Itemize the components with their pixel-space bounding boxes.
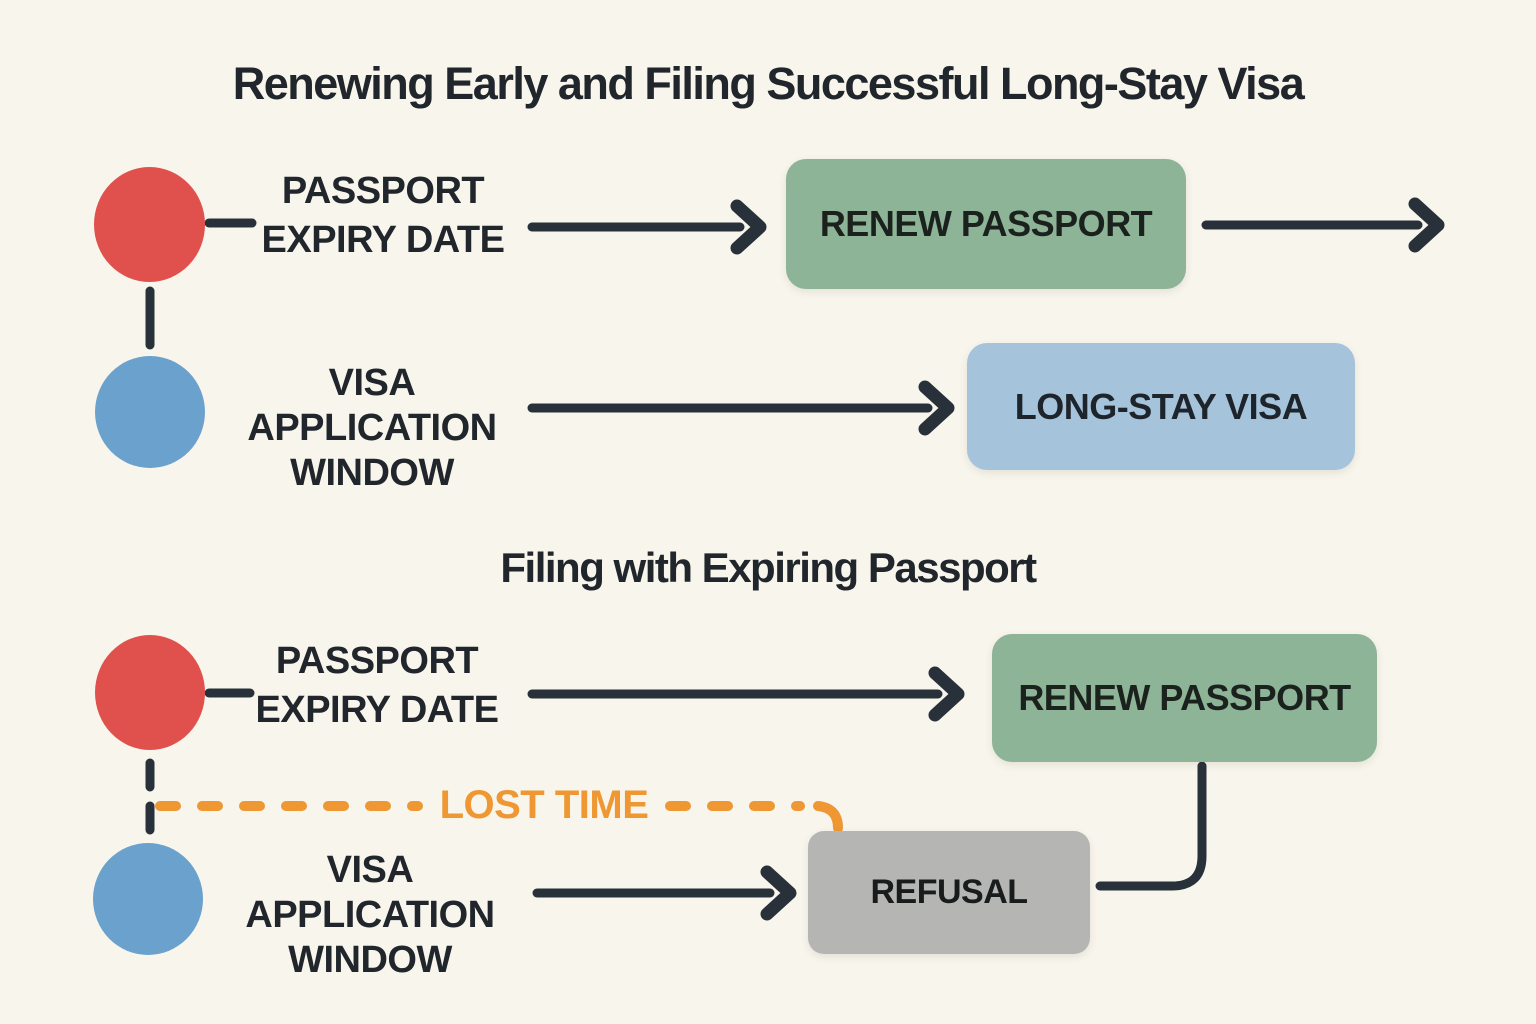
passport-expiry-label-line1: PASSPORT — [275, 640, 479, 682]
visa-window-label-line1: VISA — [326, 849, 414, 891]
visa-window-label-line2: APPLICATION — [247, 407, 497, 449]
arrow-passport-to-renew-head-icon — [730, 199, 767, 255]
visa-window-marker-top — [95, 356, 205, 468]
passport-expiry-marker-bottom — [95, 635, 205, 750]
visa-window-label-line3: WINDOW — [290, 452, 454, 494]
visa-window-label-line1: VISA — [328, 362, 416, 404]
renew-to-refusal-connector — [1095, 761, 1207, 891]
long-stay-visa-box: LONG-STAY VISA — [967, 343, 1355, 470]
arrow-visa-to-longstay-head-icon — [918, 380, 955, 436]
refusal-box: REFUSAL — [808, 831, 1090, 954]
visa-window-marker-bottom — [93, 843, 203, 955]
renew-passport-box-top: RENEW PASSPORT — [786, 159, 1186, 289]
section-expiring-title: Filing with Expiring Passport — [500, 544, 1037, 591]
passport-expiry-label-bottom: PASSPORT EXPIRY DATE — [244, 637, 510, 735]
arrow-visa-to-refusal-head-icon — [760, 865, 797, 921]
lost-time-label: LOST TIME — [439, 783, 649, 827]
passport-expiry-label-top: PASSPORT EXPIRY DATE — [250, 167, 516, 265]
passport-expiry-label-line1: PASSPORT — [281, 170, 485, 212]
arrow-passport-to-renew2-head-icon — [928, 666, 965, 722]
arrow-renew-onward-head-icon — [1408, 197, 1445, 253]
renew-passport-box-bottom: RENEW PASSPORT — [992, 634, 1377, 762]
renew-passport-box-bottom-label: RENEW PASSPORT — [1018, 677, 1351, 718]
visa-window-label-top: VISA APPLICATION WINDOW — [238, 361, 506, 496]
passport-expiry-label-line2: EXPIRY DATE — [255, 689, 499, 731]
section-early-title: Renewing Early and Filing Successful Lon… — [232, 58, 1305, 109]
visa-window-label-line3: WINDOW — [288, 939, 452, 981]
long-stay-visa-box-label: LONG-STAY VISA — [1014, 385, 1308, 427]
visa-window-label-line2: APPLICATION — [245, 894, 495, 936]
visa-window-label-bottom: VISA APPLICATION WINDOW — [236, 848, 504, 983]
passport-expiry-label-line2: EXPIRY DATE — [261, 219, 505, 261]
passport-expiry-marker-top — [94, 167, 205, 282]
refusal-box-label: REFUSAL — [870, 873, 1028, 911]
renew-passport-box-top-label: RENEW PASSPORT — [819, 203, 1153, 244]
lost-time-hook — [813, 801, 843, 833]
